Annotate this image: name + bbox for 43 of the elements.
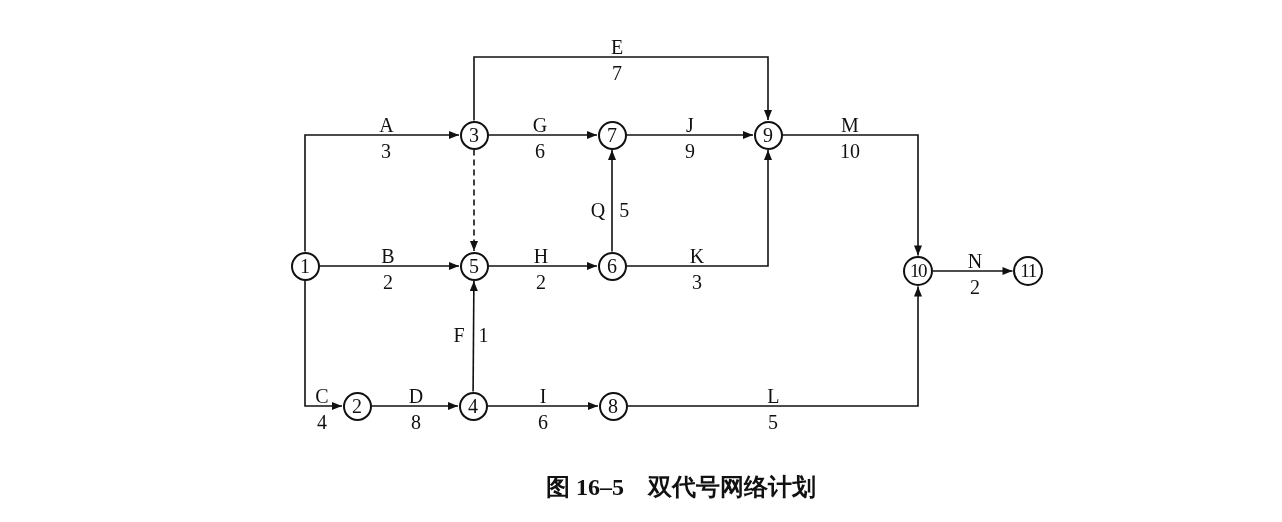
- activity-label: H 2: [533, 244, 549, 295]
- arrow: [626, 285, 922, 407]
- arrow: [370, 402, 459, 410]
- activity-label: F 1: [453, 323, 489, 348]
- activity-label: M 10: [840, 113, 860, 164]
- event-circle: 9: [753, 120, 783, 150]
- arrow: [487, 131, 598, 139]
- activity-label: I 6: [538, 384, 548, 435]
- arrow: [486, 402, 599, 410]
- activity-label: G 6: [532, 113, 548, 164]
- event-circle: 2: [342, 391, 372, 421]
- activity-label: N 2: [967, 249, 983, 300]
- event-circle: 10: [903, 256, 933, 286]
- figure-caption: 图 16–5 双代号网络计划: [546, 473, 816, 502]
- activity-label: J 9: [685, 113, 695, 164]
- activity-label: B 2: [381, 244, 395, 295]
- activity-label: L 5: [767, 384, 779, 435]
- arrow: [487, 262, 598, 270]
- event-circle: 5: [459, 251, 489, 281]
- activity-label: E 7: [610, 35, 624, 86]
- arrow: [625, 149, 772, 267]
- event-circle: 3: [459, 120, 489, 150]
- activity-label: K 3: [689, 244, 705, 295]
- event-circle: 4: [458, 391, 488, 421]
- event-circle: 6: [597, 251, 627, 281]
- activity-label: C 4: [315, 384, 329, 435]
- activity-label: A 3: [379, 113, 393, 164]
- event-circle: 11: [1013, 256, 1043, 286]
- arrow: [932, 267, 1014, 275]
- arrow: [318, 262, 460, 270]
- arrow: [608, 149, 616, 253]
- arrow: [473, 56, 772, 122]
- event-circle: 1: [290, 251, 320, 281]
- arrow: [781, 134, 922, 257]
- arrow: [304, 131, 460, 253]
- arrow: [304, 279, 343, 410]
- activity-label: Q 5: [590, 198, 630, 223]
- arrow: [469, 280, 478, 393]
- event-circle: 8: [598, 391, 628, 421]
- dashed-arrow: [470, 148, 478, 252]
- event-circle: 7: [597, 120, 627, 150]
- arrow: [625, 131, 754, 139]
- activity-label: D 8: [408, 384, 424, 435]
